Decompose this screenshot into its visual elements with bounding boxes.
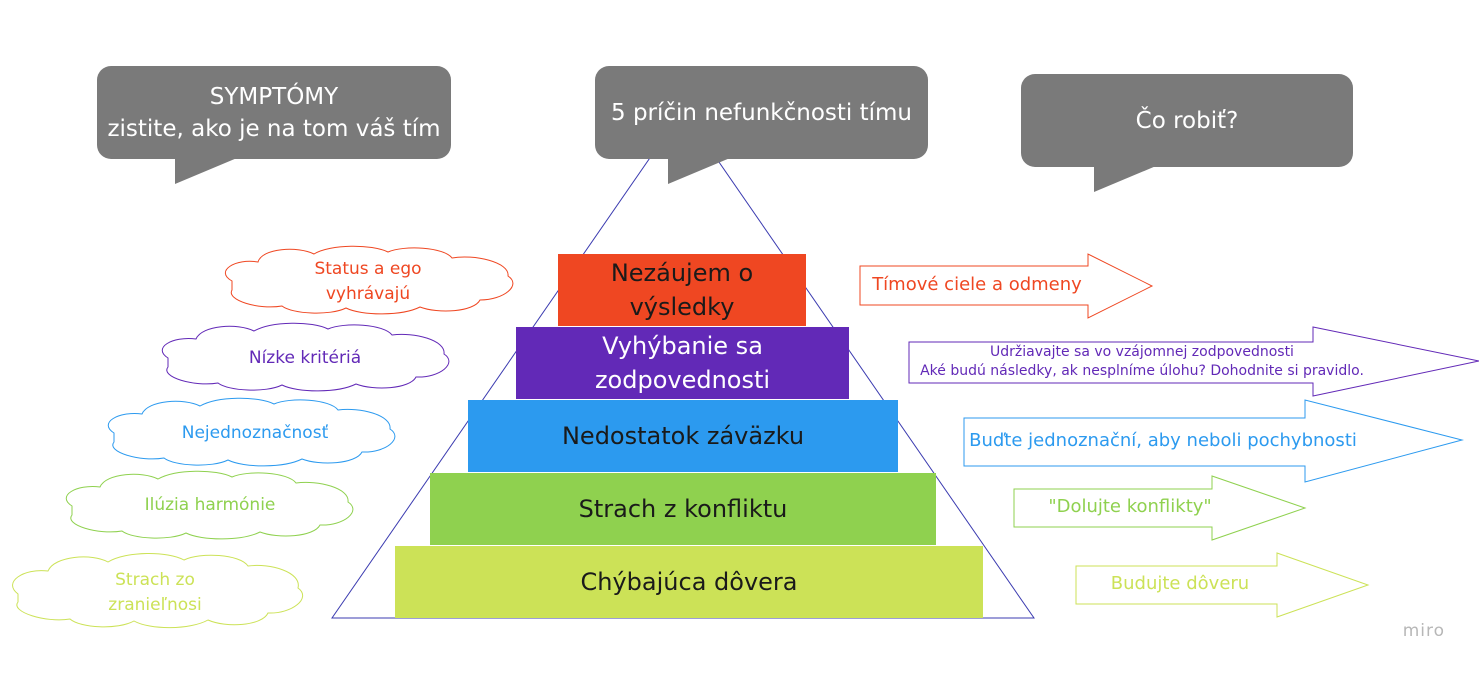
bubble-actions: Čo robiť?	[1021, 74, 1353, 167]
cloud-vulnerability-fear	[12, 553, 304, 629]
action-accountability-line1: Udržiavajte sa vo vzájomnej zodpovednost…	[990, 344, 1294, 360]
pyramid-layer-accountability: Vyhýbanie sa zodpovednosti	[516, 327, 849, 399]
symptom-harmony-illusion: Ilúzia harmónie	[144, 494, 276, 515]
arrow-conflicts	[1013, 475, 1307, 541]
arrow-team-goals	[859, 253, 1154, 319]
symptom-ambiguity: Nejednoznačnosť	[181, 422, 329, 443]
bubble-actions-text: Čo robiť?	[1135, 107, 1239, 134]
arrow-clarity	[963, 399, 1464, 483]
pyramid-layer-trust: Chýbajúca dôvera	[395, 546, 983, 618]
action-clarity: Buďte jednoznační, aby neboli pochybnost…	[969, 430, 1357, 451]
bubble-symptoms: SYMPTÓMY zistite, ako je na tom váš tím	[97, 66, 451, 159]
arrow-accountability	[908, 326, 1479, 397]
pyramid-layer-conflict-label: Strach z konfliktu	[578, 495, 788, 523]
symptom-low-standards: Nízke kritériá	[248, 347, 362, 368]
symptom-vulnerability-fear: Strach zo zranieľnosi	[108, 570, 202, 615]
miro-logo: miro	[1402, 621, 1445, 641]
pyramid-layer-trust-label: Chýbajúca dôvera	[580, 568, 798, 596]
bubble-actions-tail	[1094, 166, 1156, 192]
bubble-symptoms-subtitle: zistite, ako je na tom váš tím	[107, 115, 441, 142]
cloud-status-ego	[224, 245, 514, 315]
pyramid-layer-conflict: Strach z konfliktu	[430, 473, 936, 545]
pyramid-outline	[331, 109, 1035, 619]
bubble-symptoms-tail	[175, 158, 237, 184]
pyramid-layer-results-label: Nezáujem o výsledky	[610, 259, 754, 321]
pyramid-layer-results: Nezáujem o výsledky	[558, 254, 806, 326]
bubble-symptoms-title: SYMPTÓMY	[209, 83, 339, 110]
cloud-ambiguity	[107, 397, 396, 467]
bubble-causes-tail	[668, 158, 730, 184]
action-accountability: Udržiavajte sa vo vzájomnej zodpovednost…	[912, 342, 1372, 382]
arrow-trust	[1075, 552, 1370, 618]
symptom-status-ego: Status a ego vyhrávajú	[314, 259, 422, 304]
action-team-goals: Tímové ciele a odmeny	[872, 274, 1082, 295]
cloud-harmony-illusion	[65, 470, 354, 540]
bubble-causes-text: 5 príčin nefunkčnosti tímu	[611, 99, 912, 126]
pyramid-layer-commitment: Nedostatok záväzku	[468, 400, 898, 472]
cloud-low-standards	[161, 322, 450, 392]
action-accountability-line2: Aké budú následky, ak nesplníme úlohu? D…	[920, 363, 1364, 379]
bubble-causes: 5 príčin nefunkčnosti tímu	[595, 66, 928, 159]
pyramid-layer-commitment-label: Nedostatok záväzku	[561, 422, 805, 450]
action-conflicts: "Dolujte konflikty"	[1048, 496, 1212, 517]
pyramid-layer-accountability-label: Vyhýbanie sa zodpovednosti	[594, 332, 771, 394]
action-trust: Budujte dôveru	[1110, 573, 1250, 594]
